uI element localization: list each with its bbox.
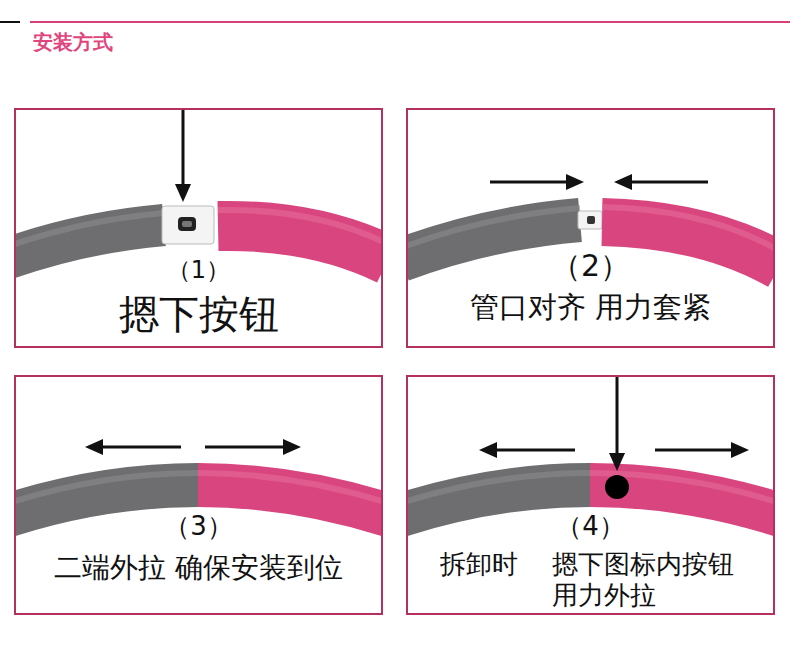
push-button [178,217,196,231]
step-instruction: 摁下图标内按钮 用力外拉 [552,549,744,611]
arrow-head [731,442,749,458]
pull-arrow [495,449,575,452]
tube-shine [218,210,383,244]
tube-shine [406,473,590,503]
push-arrow [490,181,568,184]
tube-shine [406,208,580,248]
tube-shine [198,473,383,503]
step-panel: （2） 管口对齐 用力套紧 [406,108,775,348]
step-number: （4） [412,511,769,542]
pink-tube [198,485,383,515]
push-arrow [630,181,708,184]
press-arrow [616,377,619,455]
gray-tube [14,225,164,258]
arrow-head [566,174,584,190]
arrow-head [609,453,625,471]
step-instruction: 二端外拉 确保安装到位 [20,551,377,585]
arrow-head [614,174,632,190]
push-button-face [182,221,192,227]
arrow-head [283,439,301,455]
pull-arrow [101,446,181,449]
arrow-head [85,439,103,455]
step-number: （2） [412,248,769,284]
step-instruction: 拆卸时 [440,549,540,580]
step-panel: （1） 摁下按钮 [14,108,383,348]
section-title: 安装方式 [33,30,113,54]
tube-shine [14,473,198,503]
pull-arrow [205,446,285,449]
button-icon [605,475,629,499]
pull-arrow [655,449,733,452]
push-button [587,216,595,224]
header-rule [0,0,790,40]
arrow-head [175,184,191,202]
header-line [30,21,790,23]
step-number: （3） [20,511,377,542]
header-dash [0,21,20,23]
press-arrow [182,110,185,186]
gray-tube [406,485,590,515]
step-number: （1） [20,256,377,285]
step-panel: （3） 二端外拉 确保安装到位 [14,375,383,615]
step-instruction: 摁下按钮 [20,290,377,338]
step-instruction: 管口对齐 用力套紧 [412,290,769,325]
connector-piece [578,211,602,229]
connector-piece [162,206,214,244]
tube-shine [602,207,775,251]
tube-shine [590,473,775,503]
arrow-head [479,442,497,458]
tube-shine [14,213,164,246]
gray-tube [14,485,198,515]
step-panel: （4） 拆卸时摁下图标内按钮 用力外拉 [406,375,775,615]
